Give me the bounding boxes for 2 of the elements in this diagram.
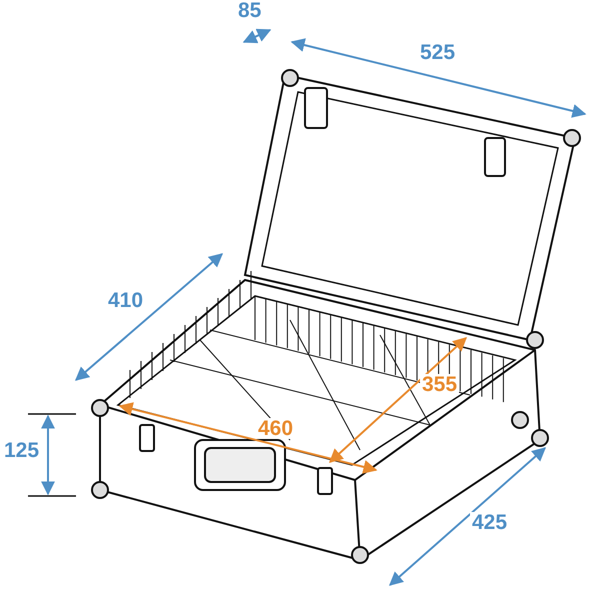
dimension-label: 460	[256, 418, 296, 439]
dimension-label: 355	[420, 374, 460, 395]
